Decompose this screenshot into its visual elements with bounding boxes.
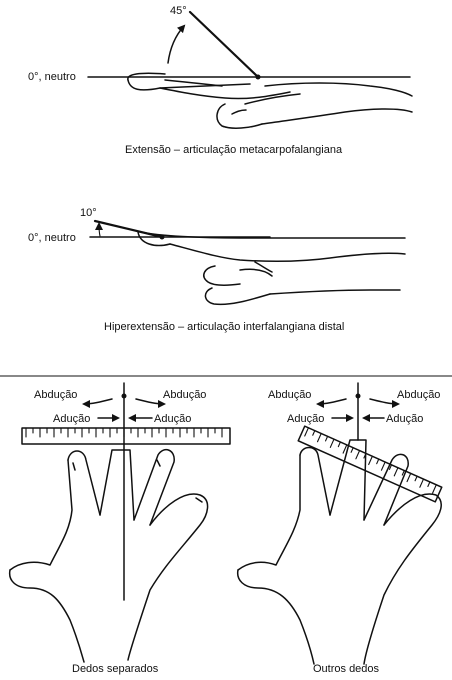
ruler-tick [393, 467, 399, 477]
ruler-tick [312, 430, 316, 436]
ruler-tick [342, 444, 348, 454]
neutral-label-2: 0°, neutro [28, 232, 76, 244]
abduction-arrow-left-3 [82, 398, 113, 408]
panel-dip-hyperextension: 10° 0°, neutro Hiperextensão – articulaç… [28, 207, 406, 333]
angle-label-10: 10° [80, 207, 97, 219]
caption-3: Dedos separados [72, 663, 159, 675]
hand-dorsal-illustration-3 [8, 448, 209, 663]
ruler-tick [368, 455, 373, 466]
goniometer-axis-3 [121, 393, 127, 399]
abduction-label-right-4: Abdução [397, 389, 440, 401]
caption-1: Extensão – articulação metacarpofalangia… [125, 144, 343, 156]
caption-4: Outros dedos [313, 663, 380, 675]
goniometer-axis-4 [355, 393, 361, 399]
ruler-tick [401, 469, 405, 476]
adduction-label-left-4: Adução [287, 413, 324, 425]
ruler-tick [380, 461, 386, 471]
abduction-label-left-3: Abdução [34, 389, 77, 401]
neutral-label-1: 0°, neutro [28, 71, 76, 83]
panel-other-fingers: Abdução Abdução Adução Adução Outros ded… [236, 382, 443, 675]
ruler-tick [376, 458, 380, 465]
ruler-tick [388, 464, 393, 470]
ruler-tick [432, 484, 437, 494]
hand-lateral-illustration-2 [137, 231, 406, 306]
ruler-tick [329, 438, 335, 448]
goniometer-axis-1 [255, 74, 261, 80]
abduction-label-right-3: Abdução [163, 389, 206, 401]
ruler-tick [355, 450, 361, 460]
panel-fingers-spread: Abdução Abdução Adução Adução Dedos sepa… [8, 382, 231, 675]
ruler-tick [350, 447, 354, 453]
ruler-tick [337, 441, 341, 448]
ruler-tick [363, 452, 367, 459]
ruler-tick [414, 475, 418, 482]
panel-mcp-extension: 45° 0°, neutro Extensão – articulação me… [28, 5, 413, 156]
goniometer-ruler-4 [297, 425, 443, 503]
hand-lateral-illustration-1 [127, 72, 413, 129]
ruler-tick [304, 427, 309, 437]
goniometer-ruler-3 [21, 427, 231, 445]
ruler-tick [427, 481, 431, 488]
goniometer-moving-arm-2 [93, 219, 164, 239]
ruler-tick [406, 472, 412, 483]
ruler-tick [316, 432, 322, 443]
angle-arc-arrow-2 [95, 222, 104, 237]
adduction-label-right-4: Adução [386, 413, 423, 425]
goniometer-moving-arm-1 [188, 10, 260, 79]
abduction-label-left-4: Abdução [268, 389, 311, 401]
caption-2: Hiperextensão – articulação interfalangi… [104, 321, 344, 333]
goniometer-axis-2 [159, 234, 165, 240]
angle-label-45: 45° [170, 5, 187, 17]
ruler-tick [419, 478, 425, 488]
abduction-arrow-left-4 [316, 398, 347, 408]
abduction-arrow-right-3 [135, 398, 166, 408]
ruler-tick [324, 435, 329, 442]
angle-arc-arrow-1 [167, 24, 186, 64]
adduction-label-left-3: Adução [53, 413, 90, 425]
adduction-label-right-3: Adução [154, 413, 191, 425]
abduction-arrow-right-4 [369, 398, 400, 408]
